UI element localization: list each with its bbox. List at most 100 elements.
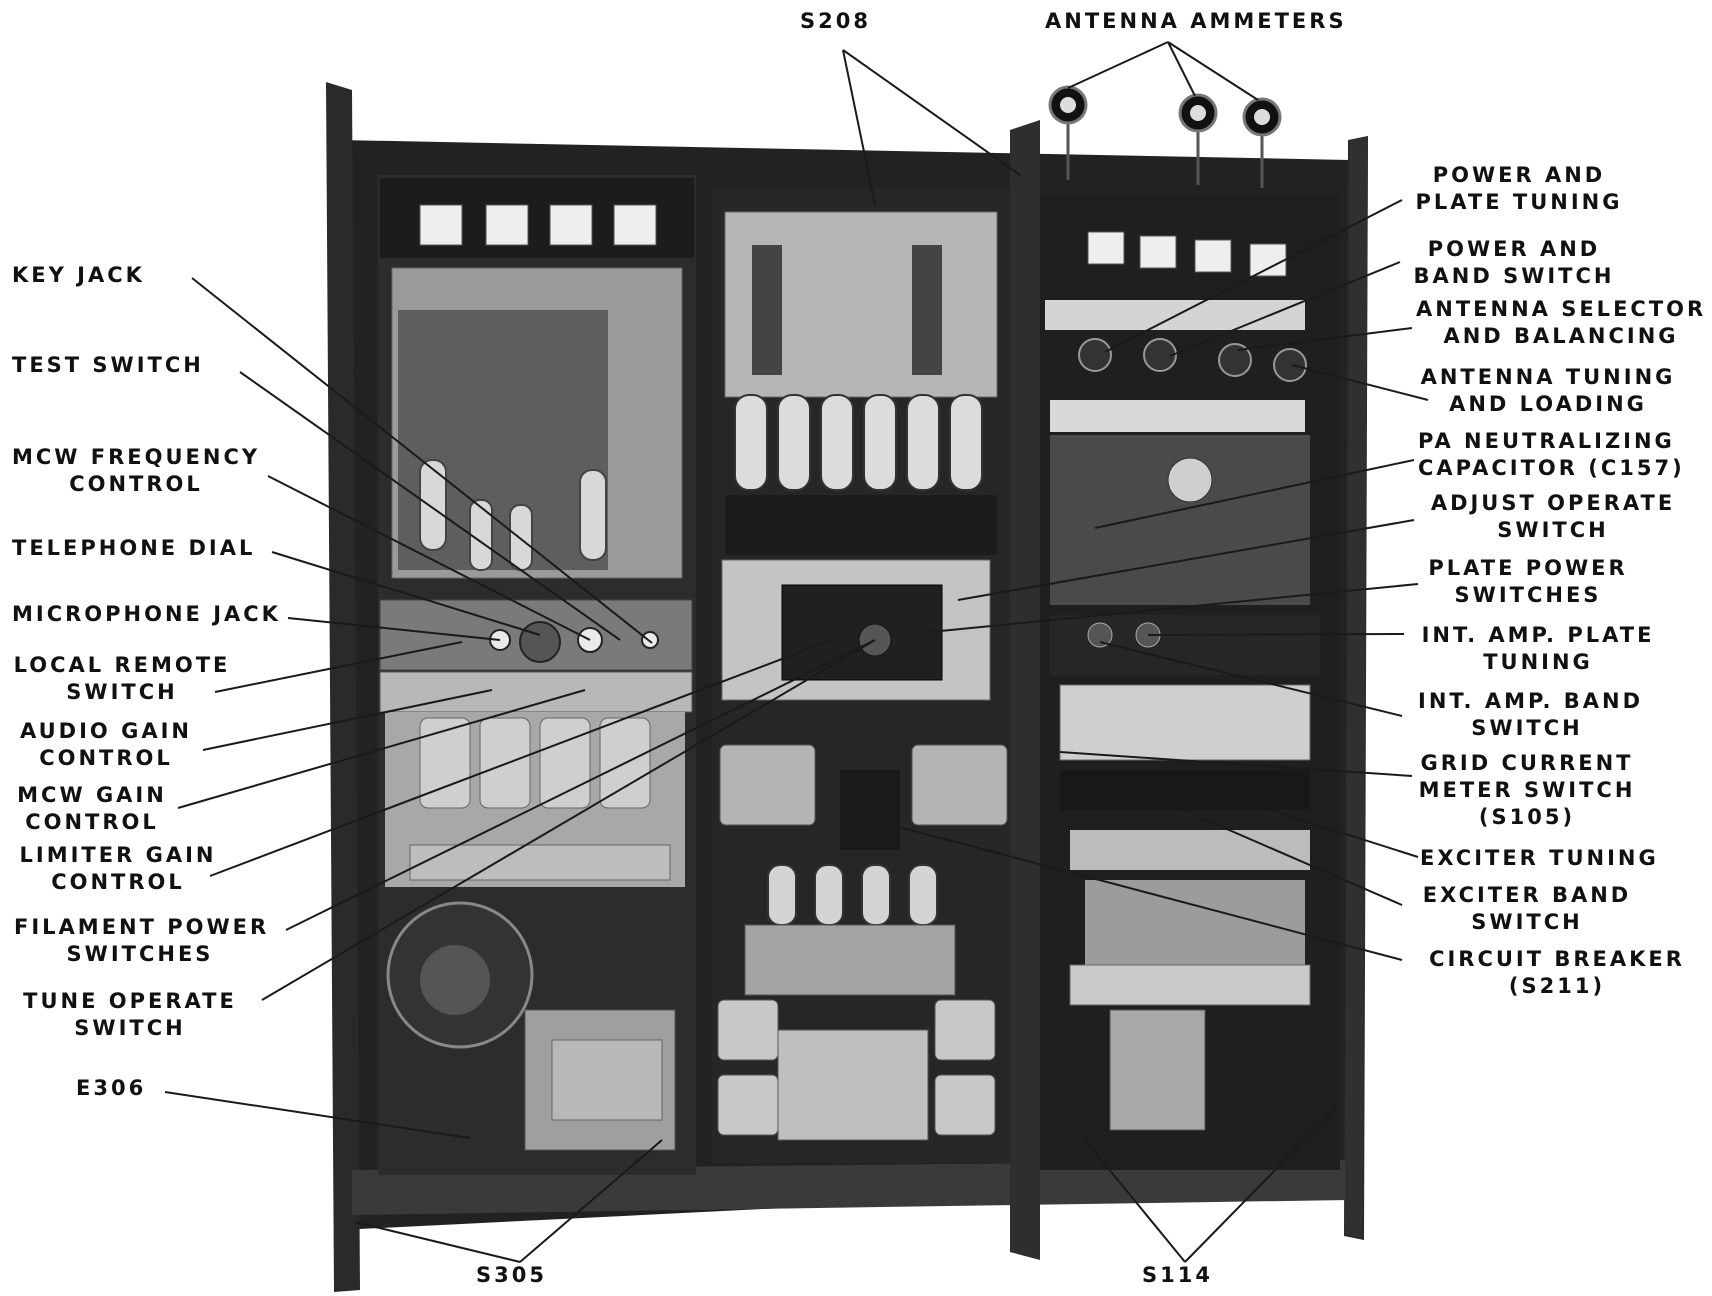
label-telephone-dial: TELEPHONE DIAL <box>12 536 256 560</box>
label-int-amp-band-line1: INT. AMP. BAND <box>1418 689 1644 713</box>
label-grid-current-meter-switch: GRID CURRENT METER SWITCH (S105) <box>1418 750 1636 831</box>
label-tune-operate-line2: SWITCH <box>74 1016 186 1040</box>
label-s208: S208 <box>800 9 871 33</box>
label-adjust-operate-line1: ADJUST OPERATE <box>1430 491 1676 515</box>
label-audio-gain-line1: AUDIO GAIN <box>20 719 192 743</box>
label-circuit-breaker-line2: (S211) <box>1508 974 1606 998</box>
leader-filament-power <box>285 639 876 931</box>
label-limiter-gain-line2: CONTROL <box>51 870 185 894</box>
label-filament-power-line2: SWITCHES <box>66 942 214 966</box>
leader-ammeter-c <box>1167 41 1259 101</box>
label-exciter-band-line1: EXCITER BAND <box>1422 883 1632 907</box>
leader-tune-operate <box>261 639 876 1001</box>
label-s114: S114 <box>1142 1263 1213 1287</box>
right-meters <box>1087 231 1287 277</box>
label-mcw-frequency-line1: MCW FREQUENCY <box>12 445 261 469</box>
label-filament-power-switches: FILAMENT POWER SWITCHES <box>14 914 266 968</box>
leader-int-amp-band <box>1099 641 1403 717</box>
label-e306: E306 <box>76 1076 147 1100</box>
label-int-amp-band-switch: INT. AMP. BAND SWITCH <box>1418 688 1644 742</box>
label-antenna-tuning-line1: ANTENNA TUNING <box>1420 365 1676 389</box>
leader-s114-a <box>1084 1139 1186 1263</box>
leader-microphone-jack <box>287 617 501 641</box>
label-int-amp-plate-tuning: INT. AMP. PLATE TUNING <box>1418 622 1658 676</box>
label-int-amp-band-line2: SWITCH <box>1471 716 1583 740</box>
leader-key-jack <box>191 277 653 644</box>
leader-s114-b <box>1184 1107 1337 1263</box>
label-power-and-plate-tuning: POWER AND PLATE TUNING <box>1410 162 1628 216</box>
label-adjust-operate-line2: SWITCH <box>1497 518 1609 542</box>
label-power-and-band-switch: POWER AND BAND SWITCH <box>1410 236 1618 290</box>
leader-grid-current <box>1059 751 1413 777</box>
label-test-switch: TEST SWITCH <box>12 353 204 377</box>
label-int-amp-plate-line2: TUNING <box>1483 650 1593 674</box>
label-power-band-line2: BAND SWITCH <box>1413 264 1615 288</box>
label-power-plate-line2: PLATE TUNING <box>1415 190 1623 214</box>
leader-pa-neutralizing <box>1094 459 1415 529</box>
leader-mcw-frequency <box>267 475 591 641</box>
label-circuit-breaker: CIRCUIT BREAKER (S211) <box>1422 946 1692 1000</box>
label-mcw-gain-line1: MCW GAIN <box>17 783 167 807</box>
leader-ammeter-b <box>1167 41 1196 97</box>
label-filament-power-line1: FILAMENT POWER <box>14 915 270 939</box>
label-grid-current-line1: GRID CURRENT <box>1420 751 1634 775</box>
label-s305: S305 <box>476 1263 547 1287</box>
label-circuit-breaker-line1: CIRCUIT BREAKER <box>1429 947 1685 971</box>
label-pa-neutralizing-line2: CAPACITOR (C157) <box>1418 456 1685 480</box>
label-exciter-band-switch: EXCITER BAND SWITCH <box>1418 882 1636 936</box>
label-pa-neutralizing-line1: PA NEUTRALIZING <box>1418 429 1675 453</box>
label-grid-current-line3: (S105) <box>1478 805 1576 829</box>
label-mcw-frequency-line2: CONTROL <box>69 472 203 496</box>
right-bay <box>1040 195 1340 1170</box>
label-exciter-tuning: EXCITER TUNING <box>1420 846 1659 870</box>
left-tubes <box>419 459 607 571</box>
label-antenna-ammeters: ANTENNA AMMETERS <box>1045 9 1347 33</box>
label-mcw-gain-line2: CONTROL <box>25 810 159 834</box>
leader-circuit-breaker <box>879 821 1403 961</box>
leader-int-amp-plate <box>1147 633 1405 636</box>
label-adjust-operate-switch: ADJUST OPERATE SWITCH <box>1418 490 1688 544</box>
label-grid-current-line2: METER SWITCH <box>1418 778 1636 802</box>
label-plate-power-line2: SWITCHES <box>1454 583 1602 607</box>
label-plate-power-line1: PLATE POWER <box>1428 556 1628 580</box>
center-bay <box>712 188 1012 1163</box>
leader-limiter-gain <box>209 639 833 877</box>
label-plate-power-switches: PLATE POWER SWITCHES <box>1418 555 1638 609</box>
label-power-band-line1: POWER AND <box>1427 237 1601 261</box>
label-audio-gain-line2: CONTROL <box>39 746 173 770</box>
leader-mcw-gain <box>177 689 586 809</box>
leader-adjust-operate <box>957 519 1415 601</box>
left-bay <box>378 175 696 1175</box>
label-audio-gain-control: AUDIO GAIN CONTROL <box>12 718 200 772</box>
label-power-plate-line1: POWER AND <box>1432 163 1606 187</box>
leader-s305-b <box>519 1139 663 1263</box>
label-antenna-selector-line1: ANTENNA SELECTOR <box>1416 297 1707 321</box>
label-limiter-gain-control: LIMITER GAIN CONTROL <box>14 842 222 896</box>
antenna-ammeter-dials <box>1048 85 1282 188</box>
label-tune-operate-switch: TUNE OPERATE SWITCH <box>16 988 244 1042</box>
leader-antenna-tuning <box>1291 364 1429 401</box>
leader-exciter-band <box>1159 799 1403 906</box>
label-mcw-frequency-control: MCW FREQUENCY CONTROL <box>12 444 260 498</box>
left-meters <box>419 204 657 246</box>
rectifier-tubes <box>767 864 938 926</box>
label-tune-operate-line1: TUNE OPERATE <box>23 989 237 1013</box>
leader-power-plate-tuning <box>1104 199 1403 353</box>
leader-s208-a <box>842 49 876 206</box>
leader-test-switch <box>239 371 621 641</box>
label-exciter-band-line2: SWITCH <box>1471 910 1583 934</box>
label-antenna-selector-line2: AND BALANCING <box>1443 324 1679 348</box>
leader-e306 <box>164 1091 471 1139</box>
label-antenna-tuning-line2: AND LOADING <box>1449 392 1647 416</box>
label-local-remote-line2: SWITCH <box>66 680 178 704</box>
leader-s305-a <box>354 1221 521 1263</box>
label-key-jack: KEY JACK <box>12 263 145 287</box>
leader-plate-power <box>929 583 1419 633</box>
label-antenna-tuning-and-loading: ANTENNA TUNING AND LOADING <box>1418 364 1678 418</box>
label-pa-neutralizing-capacitor: PA NEUTRALIZING CAPACITOR (C157) <box>1418 428 1685 482</box>
label-limiter-gain-line1: LIMITER GAIN <box>19 843 217 867</box>
leader-local-remote <box>214 641 463 693</box>
